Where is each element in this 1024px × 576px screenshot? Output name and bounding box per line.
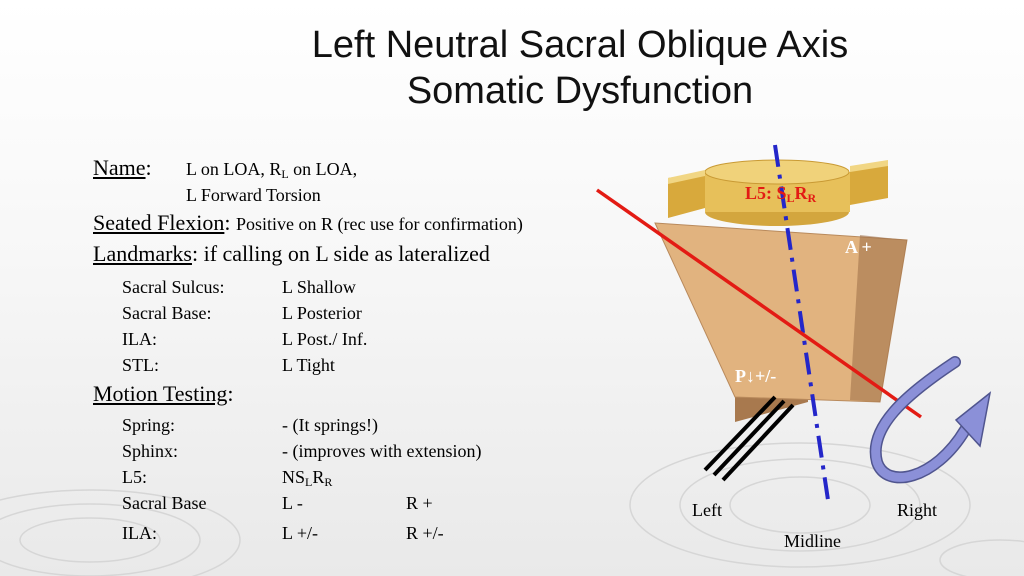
slide-title: Left Neutral Sacral Oblique Axis Somatic… — [180, 22, 980, 114]
anterior-label: A + — [845, 237, 872, 257]
motion-testing-heading: Motion Testing — [93, 381, 228, 406]
landmark-value: L Tight — [282, 355, 335, 375]
midline-label: Midline — [784, 531, 841, 551]
sphinx-label: Sphinx: — [122, 441, 179, 461]
title-line-2: Somatic Dysfunction — [406, 70, 754, 112]
midline-axis — [773, 144, 830, 501]
down-arrow-icon: ↓ — [746, 366, 755, 386]
seated-flexion-row: Seated Flexion: Positive on R (rec use f… — [93, 210, 523, 235]
sacrum-edge — [850, 235, 907, 402]
landmark-label: ILA: — [122, 329, 157, 349]
oblique-axis-line — [595, 188, 923, 419]
left-label: Left — [692, 500, 722, 520]
name-heading-row: Name: — [93, 155, 152, 180]
black-stripes — [703, 395, 795, 482]
l5-value: NSLRR — [282, 467, 333, 489]
landmark-value: L Posterior — [282, 303, 362, 323]
name-line-2: L Forward Torsion — [186, 185, 321, 205]
sphinx-value: - (improves with extension) — [282, 441, 482, 461]
landmarks-row: Landmarks: if calling on L side as later… — [93, 241, 490, 266]
landmark-label: STL: — [122, 355, 160, 375]
landmark-label: Sacral Sulcus: — [122, 277, 225, 297]
sacral-base-label: Sacral Base — [122, 493, 207, 513]
l5-label: L5: — [122, 467, 147, 487]
vertebra-label: L5: SLRR — [745, 183, 817, 205]
sacral-base-left: L - — [282, 493, 303, 513]
name-line-1: L on LOA, RL on LOA, — [186, 159, 358, 181]
name-heading: Name — [93, 155, 146, 180]
landmarks-heading: Landmarks — [93, 241, 192, 266]
spring-value: - (It springs!) — [282, 415, 378, 435]
title-line-1: Left Neutral Sacral Oblique Axis — [311, 24, 849, 66]
right-label: Right — [897, 500, 938, 520]
rotation-arrow-icon — [869, 356, 992, 484]
seated-flexion-heading: Seated Flexion — [93, 210, 225, 235]
ila-label: ILA: — [122, 523, 157, 543]
spring-label: Spring: — [122, 415, 176, 435]
motion-testing-row: Motion Testing: — [93, 381, 234, 406]
landmark-label: Sacral Base: — [122, 303, 212, 323]
ila-left: L +/- — [282, 523, 318, 543]
landmark-value: L Shallow — [282, 277, 356, 297]
seated-flexion-value: Positive on R (rec use for confirmation) — [236, 214, 523, 234]
landmarks-value: if calling on L side as lateralized — [203, 241, 490, 266]
posterior-label: P↓+/- — [735, 366, 777, 386]
landmark-value: L Post./ Inf. — [282, 329, 368, 349]
ila-right: R +/- — [406, 523, 444, 543]
sacral-base-right: R + — [406, 493, 433, 513]
l5-vertebra — [668, 159, 888, 226]
